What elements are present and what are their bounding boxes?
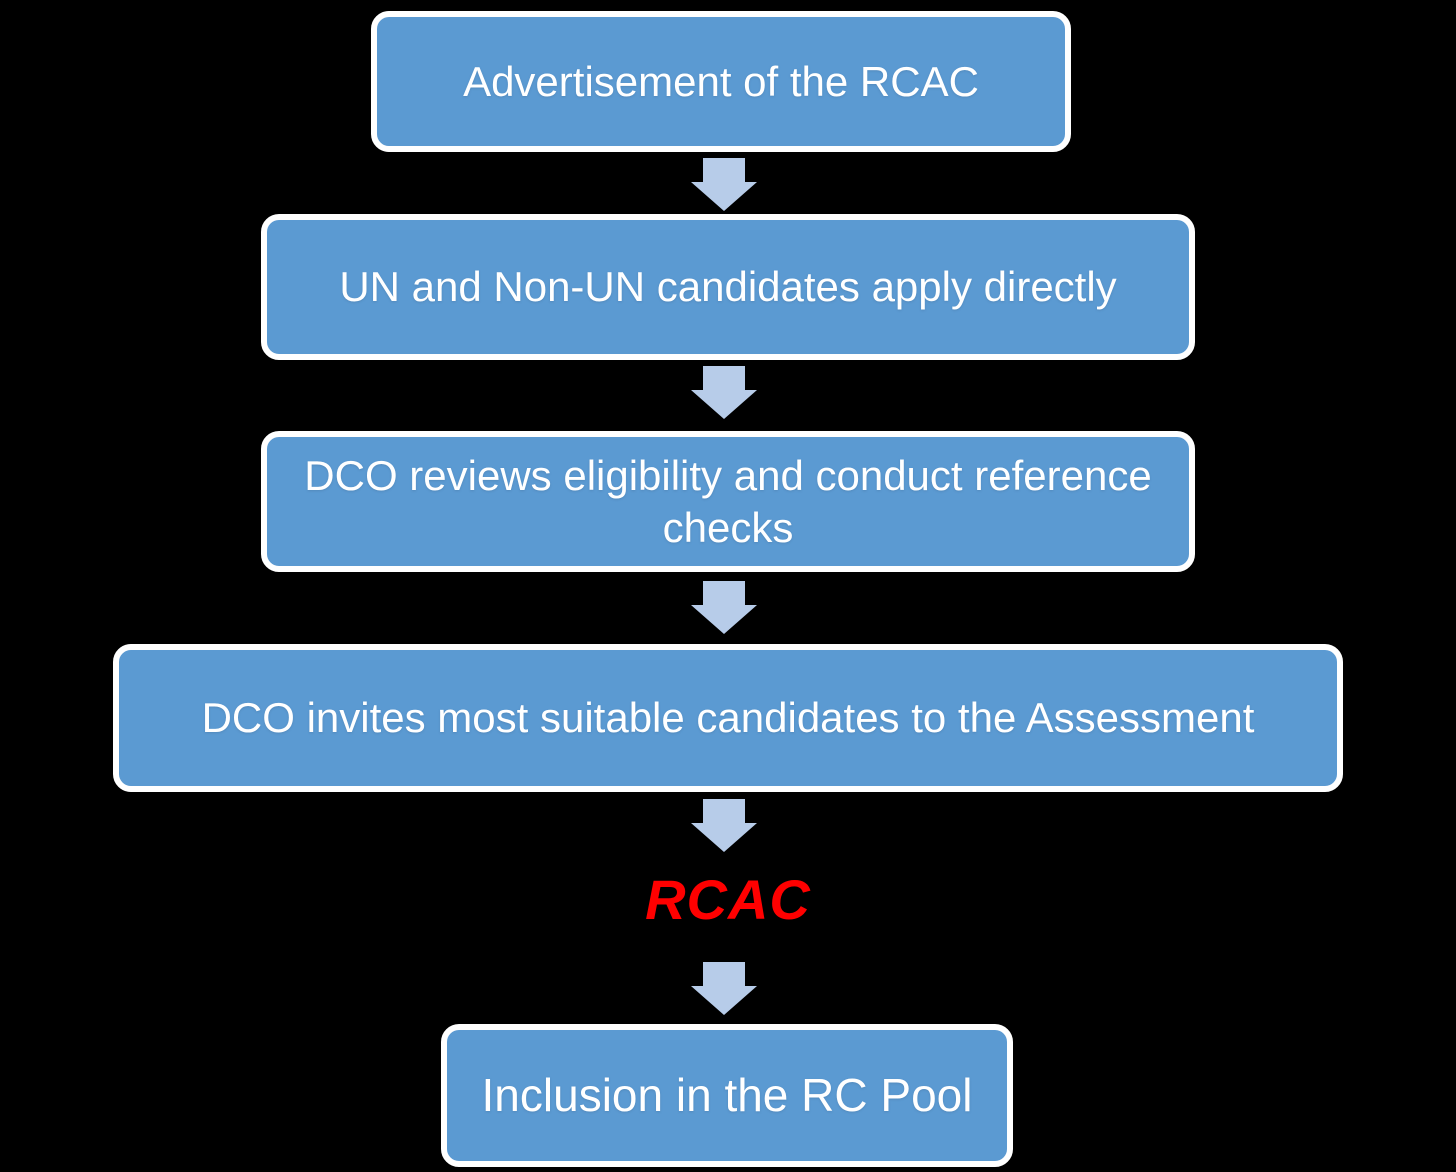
flow-step-label: Inclusion in the RC Pool	[481, 1069, 973, 1122]
flow-step-label: DCO invites most suitable candidates to …	[201, 694, 1255, 742]
flow-step-advertisement-box: Advertisement of the RCAC	[371, 11, 1071, 152]
down-arrow-icon	[691, 799, 757, 852]
flow-step-rc-pool-box: Inclusion in the RC Pool	[441, 1024, 1013, 1167]
rcac-highlight-label: RCAC	[645, 868, 811, 931]
down-arrow-icon	[691, 581, 757, 634]
flow-step-candidates-apply-box: UN and Non-UN candidates apply directly	[261, 214, 1195, 360]
flow-step-label: Advertisement of the RCAC	[463, 57, 979, 105]
flow-step-label: DCO reviews eligibility and conduct refe…	[304, 452, 1152, 551]
flow-step-dco-reviews-box: DCO reviews eligibility and conduct refe…	[261, 431, 1195, 572]
down-arrow-icon	[691, 158, 757, 211]
down-arrow-icon	[691, 962, 757, 1015]
flow-step-dco-invites-box: DCO invites most suitable candidates to …	[113, 644, 1343, 792]
flow-step-label: UN and Non-UN candidates apply directly	[339, 263, 1117, 311]
down-arrow-icon	[691, 366, 757, 419]
